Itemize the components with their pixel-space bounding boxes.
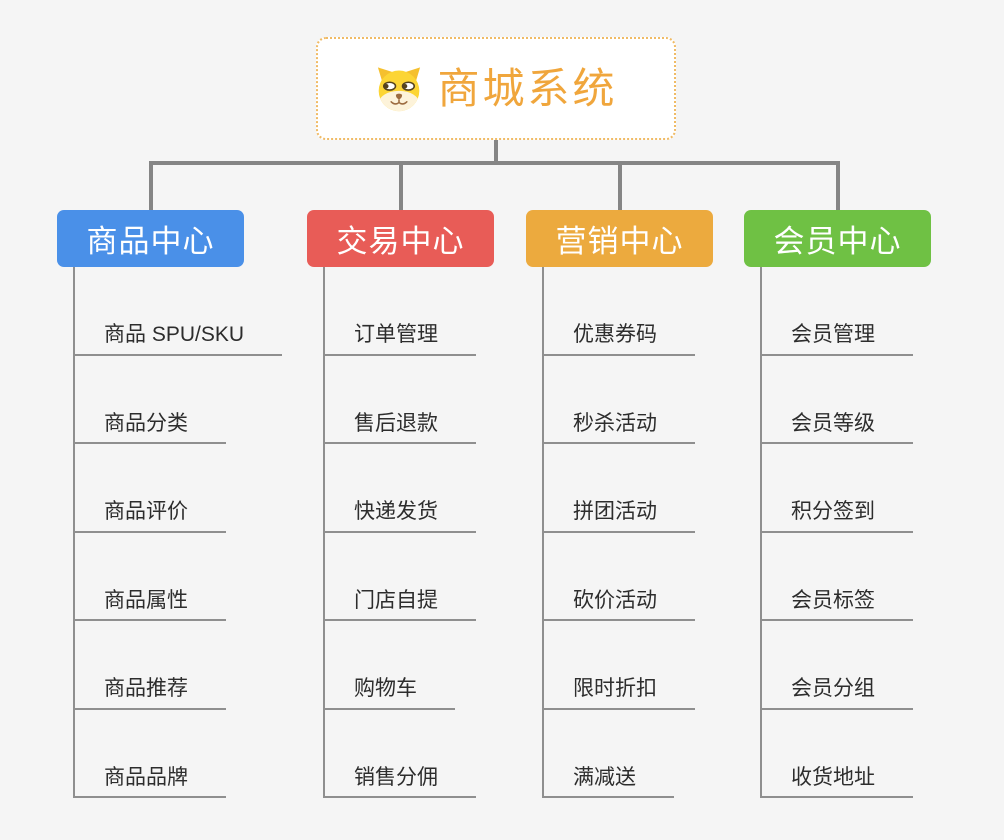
child-node[interactable]: 商品评价 xyxy=(73,444,226,533)
child-node[interactable]: 购物车 xyxy=(323,621,455,710)
child-node[interactable]: 积分签到 xyxy=(760,444,913,533)
child-node[interactable]: 会员标签 xyxy=(760,533,913,621)
child-node[interactable]: 商品属性 xyxy=(73,533,226,621)
root-node[interactable]: 商城系统 xyxy=(316,37,676,140)
connector-drop-line xyxy=(835,161,840,210)
child-node[interactable]: 商品品牌 xyxy=(73,710,226,798)
dog-face-icon xyxy=(378,67,421,112)
child-node[interactable]: 收货地址 xyxy=(760,710,913,798)
branch-node-2[interactable]: 交易中心 xyxy=(307,210,494,267)
child-node[interactable]: 售后退款 xyxy=(323,356,476,444)
child-node[interactable]: 商品 SPU/SKU xyxy=(73,267,283,356)
child-node[interactable]: 快递发货 xyxy=(323,444,476,533)
branch-tree-line xyxy=(323,267,325,798)
branch-node-4[interactable]: 会员中心 xyxy=(744,210,931,267)
child-node[interactable]: 商品分类 xyxy=(73,356,226,444)
branch-node-3[interactable]: 营销中心 xyxy=(526,210,713,267)
child-node[interactable]: 门店自提 xyxy=(323,533,476,621)
child-node[interactable]: 会员分组 xyxy=(760,621,913,710)
child-node[interactable]: 会员管理 xyxy=(760,267,913,356)
branch-tree-line xyxy=(73,267,75,798)
child-node[interactable]: 砍价活动 xyxy=(542,533,695,621)
branch-tree-line xyxy=(760,267,762,798)
connector-drop-line xyxy=(398,161,403,210)
connector-horizontal-bar xyxy=(148,161,840,165)
child-node[interactable]: 秒杀活动 xyxy=(542,356,695,444)
child-node[interactable]: 限时折扣 xyxy=(542,621,695,710)
branch-node-1[interactable]: 商品中心 xyxy=(57,210,244,267)
connector-drop-line xyxy=(617,161,622,210)
child-node[interactable]: 销售分佣 xyxy=(323,710,476,798)
child-node[interactable]: 拼团活动 xyxy=(542,444,695,533)
child-node[interactable]: 商品推荐 xyxy=(73,621,226,710)
child-node[interactable]: 会员等级 xyxy=(760,356,913,444)
branch-tree-line xyxy=(542,267,544,798)
connector-drop-line xyxy=(148,161,153,210)
child-node[interactable]: 满减送 xyxy=(542,710,674,798)
root-title: 商城系统 xyxy=(437,64,618,112)
root-connector-stub xyxy=(494,140,498,165)
child-node[interactable]: 优惠券码 xyxy=(542,267,695,356)
child-node[interactable]: 订单管理 xyxy=(323,267,476,356)
